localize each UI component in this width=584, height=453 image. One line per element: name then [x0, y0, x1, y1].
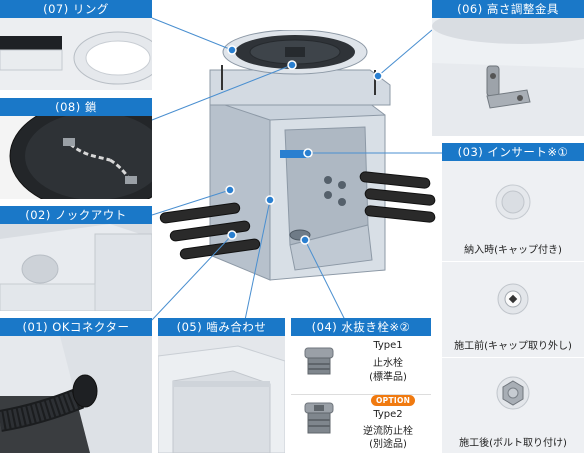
drain-type2: OPTION Type2 逆流防止栓 (別途品): [291, 395, 431, 453]
panel-drain: (04) 水抜き栓※② Type1 止水栓 (標準品) OPTION Type2…: [291, 318, 431, 453]
knockout-photo: [0, 224, 152, 311]
insert-open-illustration: [497, 283, 529, 315]
panel-drain-title: (04) 水抜き栓※②: [291, 318, 431, 336]
panel-height-title: (06) 高さ調整金具: [432, 0, 584, 18]
panel-okconnector: (01) OKコネクター: [0, 318, 152, 453]
catch-basin-illustration: [159, 30, 436, 281]
option-badge: OPTION: [371, 395, 416, 406]
insert-step-1: 納入時(キャップ付き): [442, 161, 584, 262]
panel-knockout: (02) ノックアウト: [0, 206, 152, 311]
drain-type1: Type1 止水栓 (標準品): [291, 336, 431, 395]
panel-chain: (08) 鎖: [0, 98, 152, 199]
panel-okconnector-title: (01) OKコネクター: [0, 318, 152, 336]
panel-knockout-title: (02) ノックアウト: [0, 206, 152, 224]
type2-desc: 逆流防止栓: [363, 426, 413, 437]
insert-caption-3: 施工後(ボルト取り付け): [459, 438, 567, 449]
okconnector-photo: [0, 336, 152, 453]
type2-plug-illustration: [304, 402, 334, 434]
panel-fitting: (05) 嚙み合わせ: [158, 318, 285, 453]
panel-chain-title: (08) 鎖: [0, 98, 152, 116]
type1-note: (標準品): [369, 372, 407, 383]
ring-photo: [0, 18, 152, 90]
panel-height: (06) 高さ調整金具: [432, 0, 584, 136]
insert-step-3: 施工後(ボルト取り付け): [442, 358, 584, 453]
insert-step-2: 施工前(キャップ取り外し): [442, 262, 584, 358]
panel-fitting-title: (05) 嚙み合わせ: [158, 318, 285, 336]
insert-caption-2: 施工前(キャップ取り外し): [454, 341, 572, 352]
type1-desc: 止水栓: [373, 358, 403, 369]
type1-plug-illustration: [304, 347, 334, 375]
type2-note: (別途品): [369, 439, 407, 450]
insert-caption-1: 納入時(キャップ付き): [464, 245, 562, 256]
insert-bolted-illustration: [496, 376, 530, 410]
panel-insert: (03) インサート※① 納入時(キャップ付き) 施工前(キャップ取り外し) 施…: [442, 143, 584, 453]
panel-ring: (07) リング: [0, 0, 152, 90]
chain-photo: [0, 116, 152, 199]
type2-name: Type2: [373, 409, 403, 420]
panel-insert-title: (03) インサート※①: [442, 143, 584, 161]
type1-name: Type1: [373, 340, 403, 351]
panel-ring-title: (07) リング: [0, 0, 152, 18]
height-bracket-photo: [432, 18, 584, 136]
insert-capped-illustration: [495, 184, 531, 220]
fitting-photo: [158, 336, 285, 453]
